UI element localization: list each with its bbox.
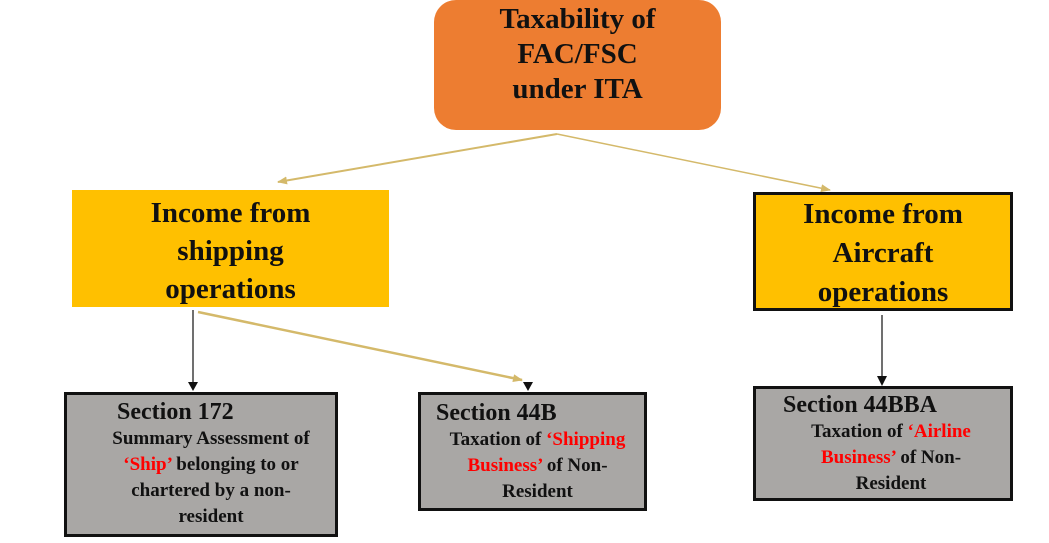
section-44b-line-2: Business’ of Non- xyxy=(431,453,644,479)
arrow-root-to-aircraft xyxy=(556,133,831,193)
section-44b-line-1: Taxation of ‘Shipping xyxy=(431,427,644,453)
section-44bba-line-1-pre: Taxation of xyxy=(811,421,908,442)
shipping-line-2: shipping xyxy=(177,235,284,267)
section-172-line-4: resident xyxy=(178,506,244,527)
highlight-ship: ‘Ship’ xyxy=(123,454,172,475)
section-44bba-node: Section 44BBA Taxation of ‘Airline Busin… xyxy=(753,386,1013,501)
root-line-2: FAC/FSC xyxy=(517,38,638,70)
section-44b-line-1-pre: Taxation of xyxy=(449,429,547,450)
section-44bba-title: Section 44BBA xyxy=(783,392,938,418)
root-line-3: under ITA xyxy=(512,73,643,105)
arrowhead-s172 xyxy=(188,382,198,391)
section-172-node: Section 172 Summary Assessment of ‘Ship’… xyxy=(64,392,338,537)
section-44bba-line-2-rest: of Non- xyxy=(895,447,962,468)
section-44bba-body: Taxation of ‘Airline Business’ of Non- R… xyxy=(756,419,1010,497)
section-44b-title: Section 44B xyxy=(436,400,557,426)
shipping-line-3: operations xyxy=(165,273,296,305)
section-44b-line-3: Resident xyxy=(502,481,573,502)
arrowhead-s44b xyxy=(523,382,533,391)
arrowhead-s44bba xyxy=(877,376,887,386)
section-172-line-3: chartered by a non- xyxy=(131,480,291,501)
root-node-taxability: Taxability of FAC/FSC under ITA xyxy=(434,0,721,130)
arrow-root-to-shipping xyxy=(277,133,558,185)
section-172-line-2: ‘Ship’ belonging to or xyxy=(87,452,335,478)
branch-node-aircraft: Income from Aircraft operations xyxy=(753,192,1013,311)
section-44bba-line-3: Resident xyxy=(855,473,927,494)
arrow-shipping-to-s44b xyxy=(197,310,523,383)
aircraft-line-1: Income from xyxy=(803,198,963,230)
branch-node-shipping: Income from shipping operations xyxy=(72,190,389,307)
highlight-business: Business’ xyxy=(467,455,543,476)
highlight-business: Business’ xyxy=(820,447,896,468)
aircraft-line-3: operations xyxy=(817,276,949,308)
root-line-1: Taxability of xyxy=(499,3,656,35)
aircraft-line-2: Aircraft xyxy=(832,237,934,269)
section-172-title: Section 172 xyxy=(117,399,234,425)
section-44bba-line-1: Taxation of ‘Airline xyxy=(772,419,1010,445)
highlight-shipping: ‘Shipping xyxy=(546,429,626,450)
shipping-line-1: Income from xyxy=(150,197,311,229)
section-172-body: Summary Assessment of ‘Ship’ belonging t… xyxy=(67,426,335,530)
section-44bba-line-2: Business’ of Non- xyxy=(772,445,1010,471)
section-172-line-1: Summary Assessment of xyxy=(112,428,310,449)
highlight-airline: ‘Airline xyxy=(907,421,971,442)
section-44b-node: Section 44B Taxation of ‘Shipping Busine… xyxy=(418,392,647,511)
section-44b-body: Taxation of ‘Shipping Business’ of Non- … xyxy=(421,427,644,505)
section-172-line-2-rest: belonging to or xyxy=(171,454,299,475)
section-44b-line-2-rest: of Non- xyxy=(542,455,608,476)
